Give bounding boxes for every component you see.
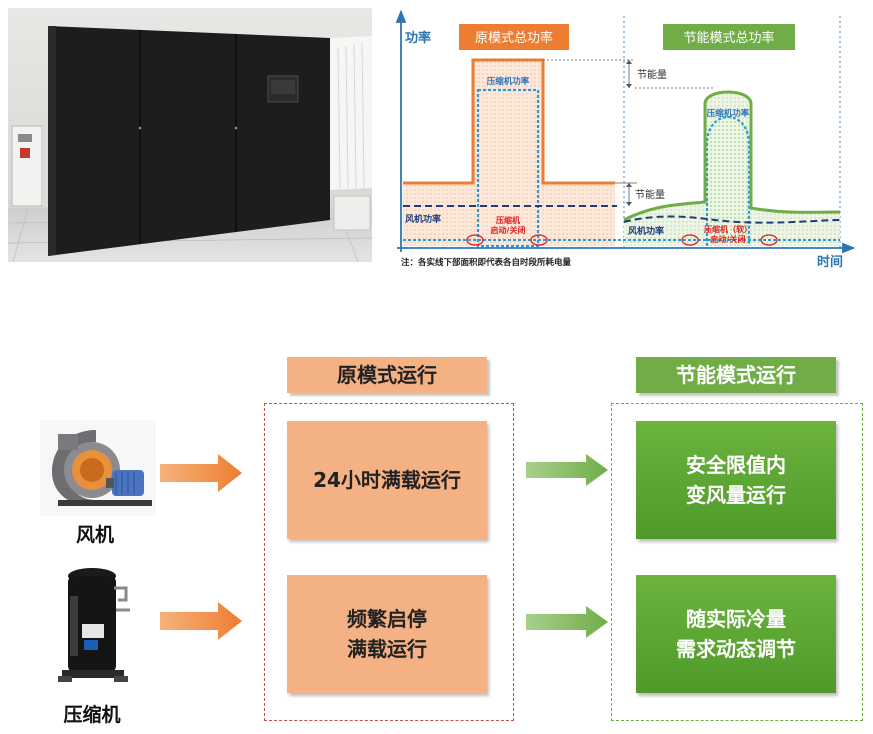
orange-arrow-icon [160,454,242,492]
original-compressor-line1: 频繁启停 [347,607,427,631]
y-axis-label: 功率 [405,30,431,46]
saving-compressor-line2: 需求动态调节 [676,637,796,661]
saving-compressor-line1: 随实际冷量 [686,607,786,631]
centrifugal-fan-icon [40,420,156,516]
original-compressor-box: 频繁启停 满载运行 [287,575,487,693]
fan-power-left: 风机功率 [405,213,441,225]
legend-energy-saving-box [663,24,795,50]
compressor-onoff-left-1: 压缩机 [496,215,520,225]
energy-saving-mode-frame [611,403,863,721]
compressor-power-label-right: 压缩机功率 [707,108,750,119]
compressor-power-label: 压缩机功率 [487,76,530,87]
energy-saved-top: 节能量 [637,68,667,81]
fan-power-right: 风机功率 [628,225,664,237]
original-mode-frame [264,403,514,721]
legend-original-box [459,24,569,50]
header-energy-saving-mode: 节能模式运行 [636,357,836,393]
compressor-label: 压缩机 [63,704,121,726]
original-fan-text: 24小时满载运行 [313,468,461,492]
server-cabinet-photo [8,8,372,262]
energy-saved-mid: 节能量 [635,188,665,201]
saving-compressor-box: 随实际冷量 需求动态调节 [636,575,836,693]
fan-label: 风机 [75,524,114,546]
original-fan-box: 24小时满载运行 [287,421,487,539]
green-arrow-icon [526,606,608,638]
legend-original: 原模式总功率 [475,30,553,46]
saving-fan-line2: 变风量运行 [686,483,786,507]
compressor-onoff-right-1: 压缩机（软） [704,224,752,234]
header-original-mode: 原模式运行 [287,357,487,393]
compressor-onoff-left-2: 启动/关闭 [491,225,526,235]
saving-fan-line1: 安全限值内 [686,453,786,477]
compressor-onoff-right-2: 启动/关闭 [711,234,746,244]
green-arrow-icon [526,454,608,486]
legend-energy-saving: 节能模式总功率 [683,30,774,46]
original-compressor-line2: 满载运行 [347,637,427,661]
saving-fan-box: 安全限值内 变风量运行 [636,421,836,539]
x-axis-label: 时间 [817,254,843,270]
orange-arrow-icon [160,602,242,640]
chart-note: 注：各实线下部面积即代表各自时段所耗电量 [401,257,572,268]
power-comparison-chart: 功率 时间 原模式总功率 节能模式总功率 压缩机功率 压缩机功率 节能量 节能量… [395,9,856,270]
scroll-compressor-icon [58,568,130,682]
